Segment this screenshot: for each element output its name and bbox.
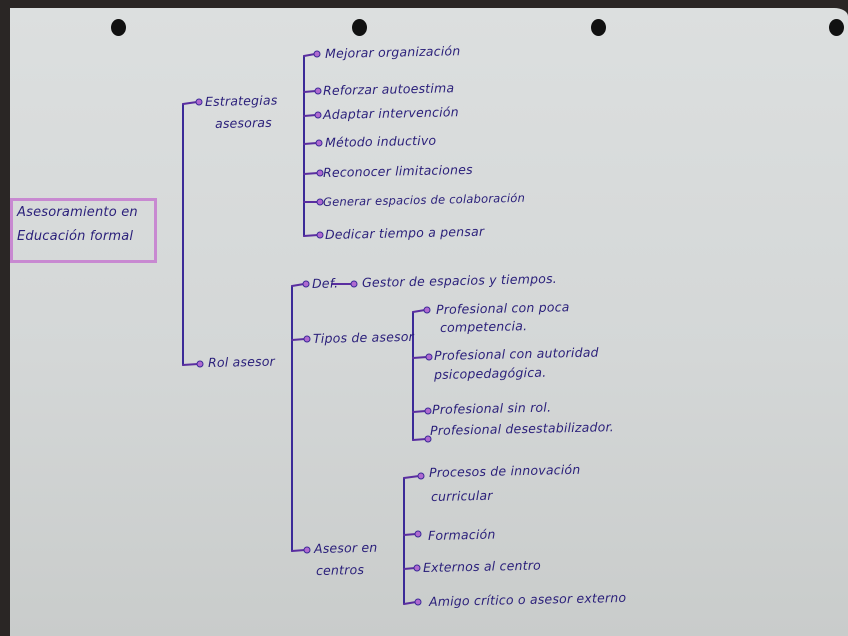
tipo-item-line1: Profesional sin rol. [431,399,552,417]
centro-item-line2: curricular [430,487,493,504]
estrategia-item: Mejorar organización [324,43,461,61]
notebook-page [10,8,848,636]
root-label-line1: Asesoramiento en [17,205,138,220]
tipo-item-line2: competencia. [439,318,528,335]
centro-item-line1: Procesos de innovación [428,461,581,480]
branch-estrategias-line1: Estrategias [204,92,278,109]
root-node: Asesoramiento en Educación formal [10,198,157,263]
estrategia-item: Dedicar tiempo a pensar [324,223,485,242]
centro-item-line1: Formación [427,526,496,543]
root-label-line2: Educación formal [17,229,134,244]
tipo-item-line2: psicopedagógica. [433,364,547,382]
tipo-item-line1: Profesional con poca [435,299,570,317]
branch-estrategias-line2: asesoras [214,114,273,131]
estrategia-item: Reforzar autoestima [322,80,455,98]
rol-def-label: Def. [311,275,339,291]
centro-item-line1: Externos al centro [422,557,542,575]
rol-centros-line2: centros [315,561,365,578]
binder-hole [352,19,367,36]
estrategia-item: Reconocer limitaciones [322,161,473,180]
estrategia-item: Método inductivo [324,132,437,150]
binder-hole [111,19,126,36]
rol-centros-line1: Asesor en [313,539,378,556]
binder-hole [591,19,606,36]
branch-rol-asesor: Rol asesor [207,353,276,370]
binder-hole [829,19,844,36]
rol-tipos-label: Tipos de asesor [312,328,415,346]
estrategia-item: Adaptar intervención [322,104,459,122]
